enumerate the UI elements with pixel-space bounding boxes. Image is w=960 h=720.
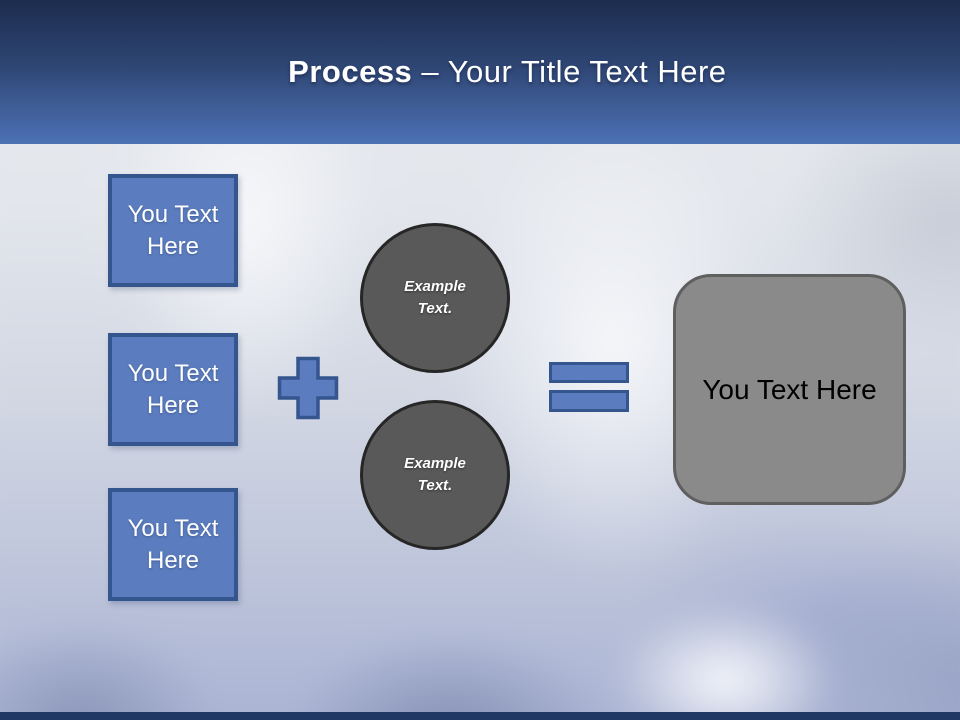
slide-title-keyword: Process <box>288 54 413 89</box>
example-circle-1-label: Example Text. <box>404 278 466 317</box>
slide-title: Process – Your Title Text Here <box>233 18 726 126</box>
result-box[interactable]: You Text Here <box>673 274 906 505</box>
input-box-3[interactable]: You Text Here <box>108 488 238 601</box>
title-bar: Process – Your Title Text Here <box>0 0 960 144</box>
plus-icon <box>277 356 339 420</box>
input-box-2-label: You Text Here <box>127 360 219 419</box>
example-circle-2-label: Example Text. <box>404 455 466 494</box>
slide-title-rest: – Your Title Text Here <box>412 54 727 89</box>
example-circle-2[interactable]: Example Text. <box>360 400 510 550</box>
result-box-label: You Text Here <box>702 373 877 405</box>
input-box-1-label: You Text Here <box>127 201 219 260</box>
equals-icon <box>549 362 629 383</box>
input-box-2[interactable]: You Text Here <box>108 333 238 446</box>
input-box-1[interactable]: You Text Here <box>108 174 238 287</box>
footer-bar <box>0 712 960 720</box>
input-box-3-label: You Text Here <box>127 515 219 574</box>
example-circle-1[interactable]: Example Text. <box>360 223 510 373</box>
equals-icon <box>549 390 629 412</box>
